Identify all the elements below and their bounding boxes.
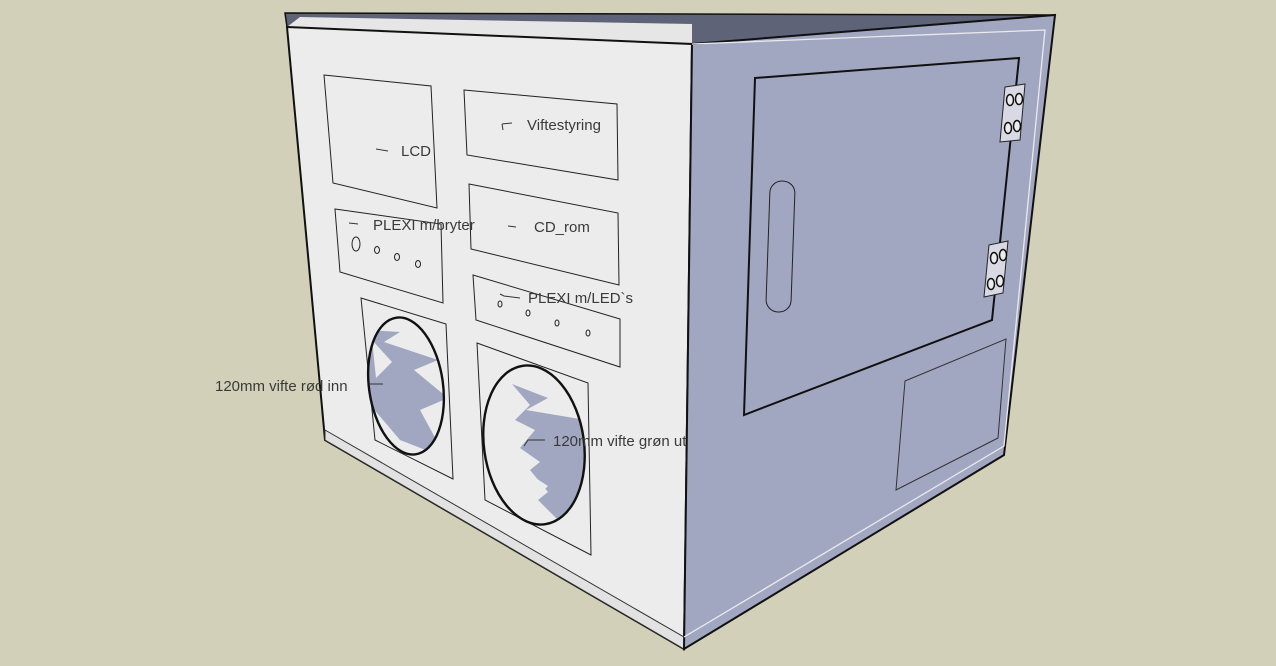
fan-control-panel	[463, 89, 619, 181]
led-hole	[394, 253, 400, 261]
fan-intake-rim	[366, 316, 446, 456]
fan-exhaust-rim	[482, 364, 586, 526]
switch-hole	[351, 236, 361, 252]
plexi-leds-panel	[472, 274, 621, 368]
lcd-panel	[323, 74, 438, 209]
fan-intake-interior	[366, 330, 448, 458]
plexi-switch-panel	[334, 208, 444, 304]
led-hole	[585, 329, 591, 337]
led-hole	[374, 246, 380, 254]
side-inner-edge	[683, 29, 1046, 638]
led-hole	[497, 300, 503, 308]
door-handle	[765, 180, 796, 313]
label-fan-red-in: 120mm vifte rød inn	[215, 378, 348, 395]
led-hole	[415, 260, 421, 268]
hinge-bottom	[983, 240, 1009, 298]
label-fan-control: Viftestyring	[527, 117, 601, 134]
side-door	[742, 56, 1021, 417]
label-plexi-switch: PLEXI m/bryter	[373, 217, 475, 234]
side-vent-panel	[895, 338, 1007, 491]
label-cd-rom: CD_rom	[534, 219, 590, 236]
label-plexi-leds: PLEXI m/LED`s	[528, 290, 633, 307]
fan-exhaust-interior	[512, 384, 586, 528]
led-hole	[554, 319, 560, 327]
leader-lines	[348, 122, 545, 447]
label-fan-green-out: 120mm vifte grøn ut	[553, 433, 687, 450]
cabinet-top-highlight	[287, 17, 692, 44]
cd-rom-panel	[468, 183, 620, 286]
led-hole	[525, 309, 531, 317]
hinge-top	[999, 83, 1026, 143]
label-lcd: LCD	[401, 143, 431, 160]
